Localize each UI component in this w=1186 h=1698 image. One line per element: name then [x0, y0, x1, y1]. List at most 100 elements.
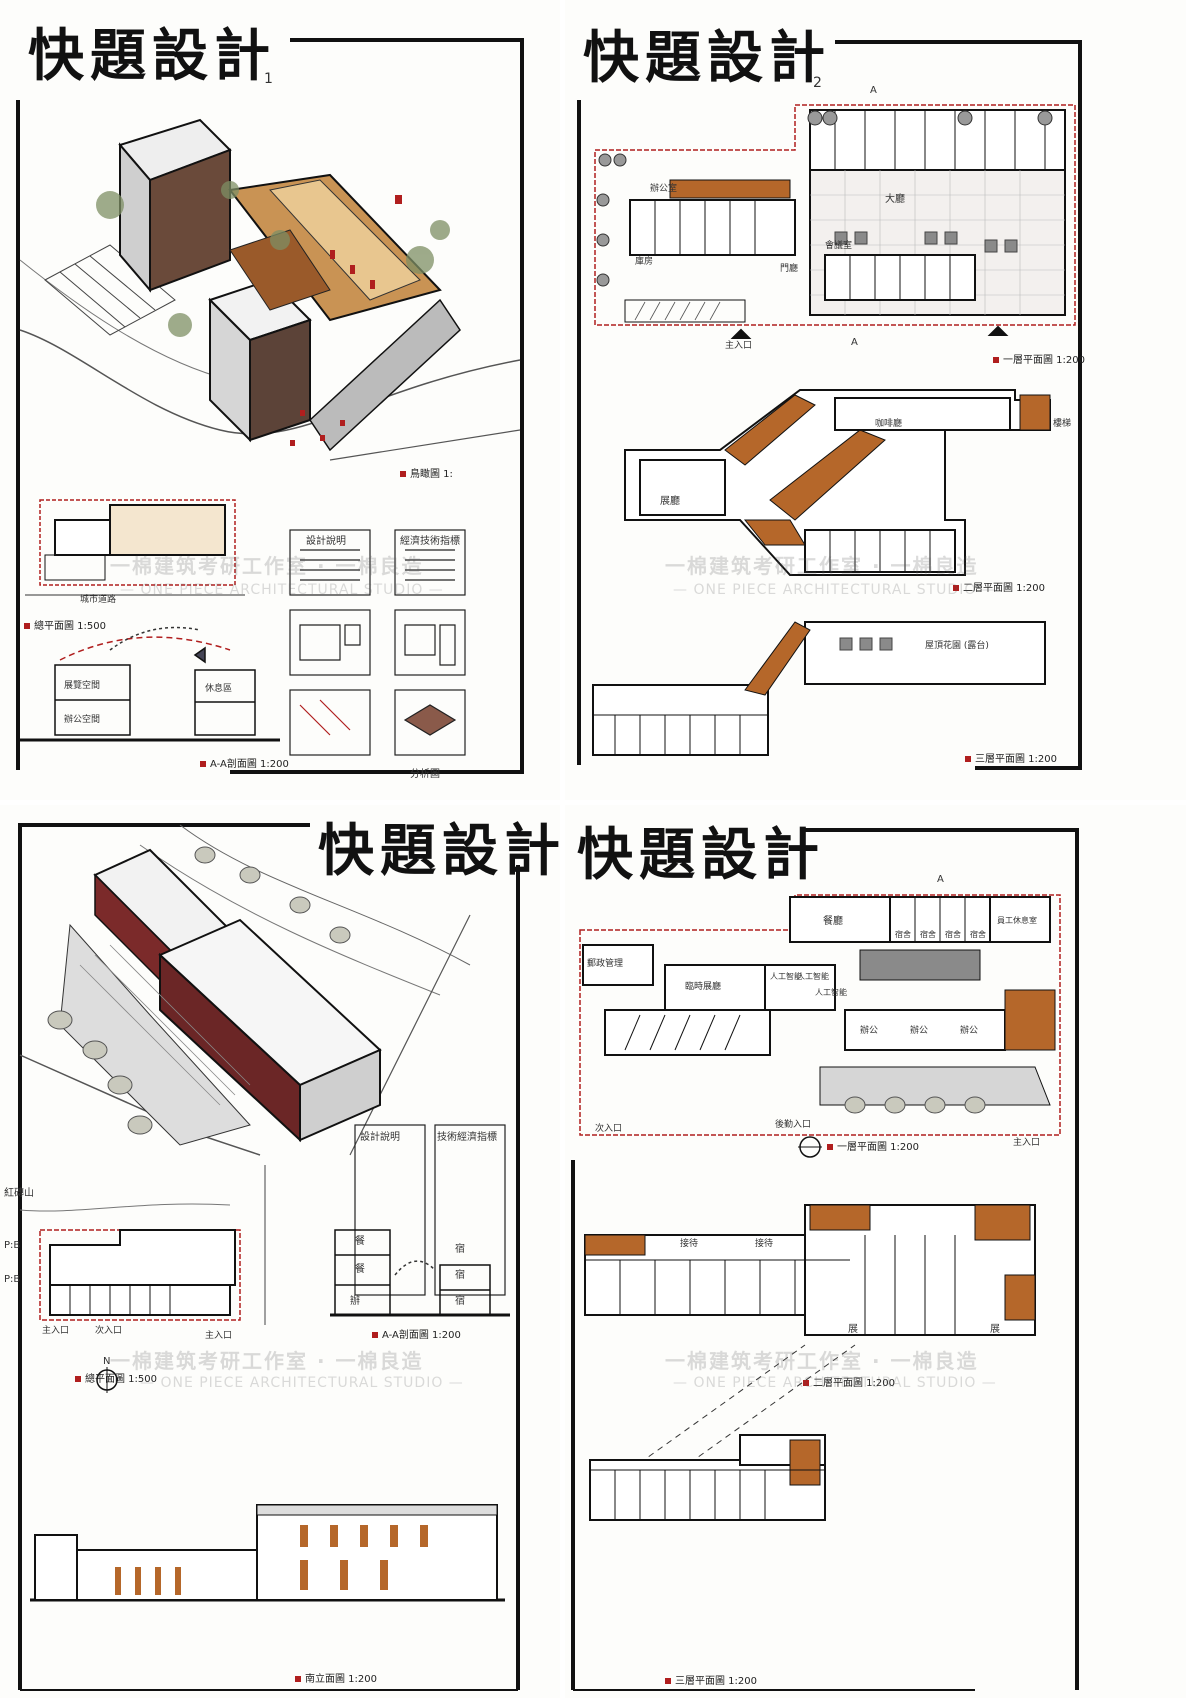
axon-building: [96, 118, 461, 452]
sheet-1-page-mark: 1: [264, 71, 273, 87]
plan-4-dorm-4: 宿舍: [970, 930, 986, 939]
plan-2-cafe: 咖啡廳: [875, 419, 903, 429]
plan-4-1-caption: 一層平面圖 1:200: [827, 1143, 919, 1153]
sheet-2: 快題設計 2 A A 主入口 大廳 辦公室 門廳 會議室 庫房 一層平面圖 1:…: [565, 0, 1186, 800]
tech-indices-3: 技術經濟指標: [437, 1132, 497, 1143]
plan-4-lab-3: 人工智能: [815, 988, 847, 997]
design-notes-3: 設計說明: [360, 1132, 400, 1143]
watermark-cn-3: 一棉建筑考研工作室 · 一棉良造: [110, 1349, 424, 1373]
plan-1-caption: 一層平面圖 1:200: [993, 356, 1085, 366]
plan-4-2-caption: 二層平面圖 1:200: [803, 1379, 895, 1389]
sheet-3-drawing: [18, 823, 520, 1691]
plan-3: [592, 621, 1046, 756]
sheet-4-title: 快題設計: [577, 822, 825, 888]
watermark-en-1: — ONE PIECE ARCHITECTURAL STUDIO —: [120, 582, 444, 598]
sheet-2-drawing: [577, 40, 1082, 770]
analysis-caption: 分析圖: [410, 769, 440, 780]
plan-2-exhibit: 展廳: [660, 496, 680, 507]
section-room-3: 辦: [350, 1296, 360, 1307]
section-caption: A-A剖面圖 1:200: [200, 760, 289, 770]
section-caption-3: A-A剖面圖 1:200: [372, 1331, 461, 1341]
section-1: [20, 626, 280, 742]
sheet-4-drawing: [571, 828, 1079, 1691]
plan-4-workshop: 臨時展廳: [685, 982, 722, 992]
site-entry-3: 主入口: [205, 1331, 233, 1341]
section-space-3: 休息區: [205, 684, 233, 694]
sheet-1: 快題設計 1 鳥瞰圖 1: 總平面圖 1:500 A-A剖面圖 1:200 分析…: [0, 0, 560, 800]
plan-4-dorm-2: 宿舍: [920, 930, 936, 939]
plan-1-office: 辦公室: [650, 184, 678, 194]
plan-4-lab-1: 人工智能: [770, 972, 802, 981]
watermark-cn-1: 一棉建筑考研工作室 · 一棉良造: [110, 554, 424, 578]
plan-4-dining: 餐廳: [823, 916, 843, 927]
watermark-cn-4: 一棉建筑考研工作室 · 一棉良造: [665, 1349, 979, 1373]
axon-building-3: [47, 846, 382, 1146]
site-plan-caption-3: 總平面圖 1:500: [75, 1375, 157, 1385]
plan-4-2: [584, 1204, 1036, 1496]
site-plan-caption: 總平面圖 1:500: [24, 622, 106, 632]
plan-4-3: [589, 1434, 826, 1521]
plan-4-office-c: 辦公: [960, 1026, 979, 1036]
plan-1-mark-a2: A: [851, 337, 858, 348]
plan-3-caption: 三層平面圖 1:200: [965, 755, 1057, 765]
tech-indices-label: 經濟技術指標: [400, 536, 460, 547]
section-3: [330, 1229, 510, 1317]
sheet-1-title: 快題設計: [28, 23, 276, 89]
site-plan-1: [25, 499, 245, 596]
site-pl-a: P:B: [4, 1240, 21, 1251]
sheet-2-page-mark: 2: [813, 75, 822, 91]
plan-1-entrance: 主入口: [725, 341, 753, 351]
sheet-2-title: 快題設計: [583, 25, 831, 91]
section-space-1: 展覽空間: [64, 681, 101, 691]
plan-4-office-a: 辦公: [860, 1026, 879, 1036]
plan-4-office-b: 辦公: [910, 1026, 929, 1036]
section-room-5: 宿: [455, 1296, 465, 1307]
watermark-en-4: — ONE PIECE ARCHITECTURAL STUDIO —: [673, 1375, 997, 1391]
plan-2-stair: 樓梯: [1053, 419, 1072, 429]
analysis-grid: [289, 529, 466, 756]
watermark-en-3: — ONE PIECE ARCHITECTURAL STUDIO —: [140, 1375, 464, 1391]
plan-1-storage: 庫房: [635, 257, 654, 267]
plan-2: [624, 389, 1051, 576]
section-room-6: 宿: [455, 1244, 465, 1255]
plan-4-main-entry: 主入口: [1013, 1138, 1041, 1148]
plan-4-lab-2: 人工智能: [797, 972, 829, 981]
road-label: 城市道路: [80, 595, 117, 605]
plan-1-hall: 大廳: [885, 194, 905, 205]
plan-4-cls-2: 接待: [755, 1239, 774, 1249]
sheet-1-drawing: [16, 38, 524, 774]
section-room-4: 宿: [455, 1270, 465, 1281]
plan-4-1: [579, 894, 1061, 1158]
sheet-3-title: 快題設計: [318, 818, 560, 884]
plan-2-caption: 二層平面圖 1:200: [953, 584, 1045, 594]
section-space-2: 辦公空間: [64, 715, 101, 725]
plan-1: [594, 104, 1076, 339]
plan-1-meeting: 會議室: [825, 241, 853, 251]
plan-4-yard: 郵政管理: [587, 959, 624, 969]
section-room-2: 餐: [355, 1264, 365, 1275]
plan-4-staff: 員工休息室: [997, 916, 1037, 925]
plan-1-mark-a: A: [870, 85, 877, 96]
plan-4-ex-2: 展: [990, 1324, 1000, 1335]
north-label: N: [103, 1356, 111, 1367]
watermark-cn-2: 一棉建筑考研工作室 · 一棉良造: [665, 554, 979, 578]
sheet-3: 快題設計 設計說明 技術經濟指標 紅磚山 P:B P:B 主入口 次入口 主入口…: [0, 805, 560, 1698]
plan-4-side-entry: 次入口: [595, 1124, 623, 1134]
design-notes-label: 設計說明: [306, 536, 346, 547]
site-entry-2: 次入口: [95, 1326, 123, 1336]
elevation-3: [30, 1504, 505, 1602]
plan-4-cls-1: 接待: [680, 1239, 699, 1249]
site-entry-1: 主入口: [42, 1326, 70, 1336]
axon-caption: 鳥瞰圖 1:: [400, 470, 453, 480]
plan-4-ex-1: 展: [848, 1324, 858, 1335]
mountain-label: 紅磚山: [4, 1188, 34, 1199]
plan-4-3-caption: 三層平面圖 1:200: [665, 1677, 757, 1687]
elevation-caption-3: 南立面圖 1:200: [295, 1675, 377, 1685]
site-pl-b: P:B: [4, 1274, 21, 1285]
plan-1-lobby: 門廳: [780, 264, 799, 274]
site-plan-3: [19, 1165, 266, 1325]
sheet-4: 快題設計 A 餐廳 員工休息室 宿舍 宿舍 宿舍 宿舍 郵政管理 臨時展廳 人工…: [565, 805, 1186, 1698]
plan-4-dorm-3: 宿舍: [945, 930, 961, 939]
plan-4-mark-a: A: [937, 874, 944, 885]
section-room-1: 餐: [355, 1236, 365, 1247]
